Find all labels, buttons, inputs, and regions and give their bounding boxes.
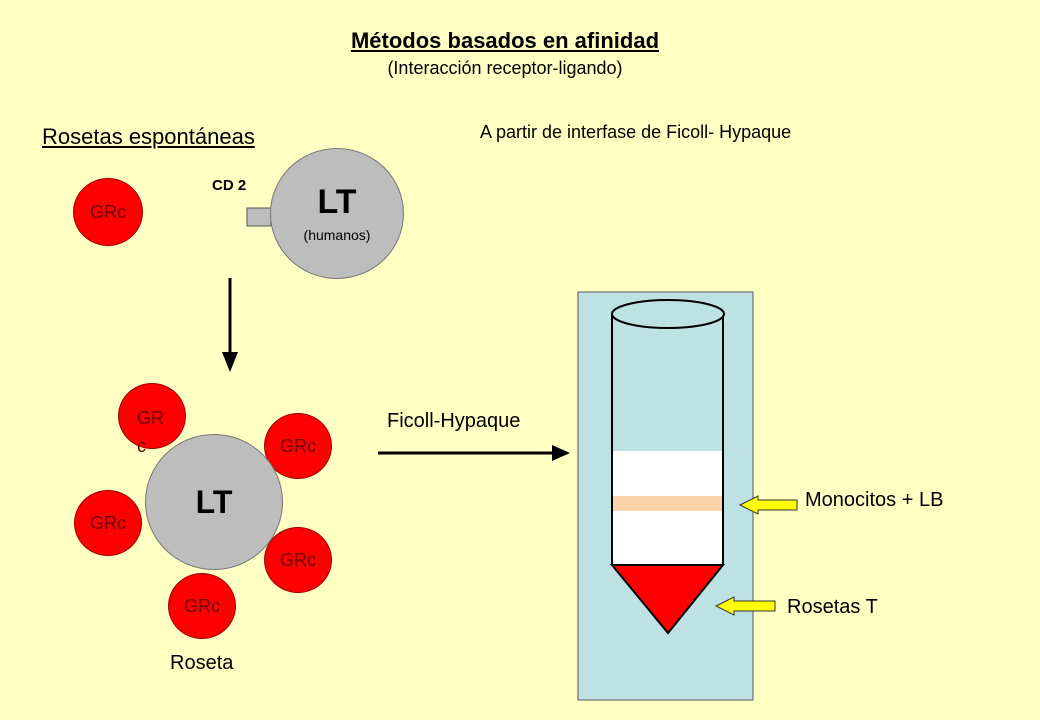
tube-pellet	[609, 564, 726, 635]
lt-sublabel: (humanos)	[303, 226, 371, 243]
grc-cell-single: GRc	[73, 178, 143, 246]
pointer-arrow-rosetas	[714, 596, 776, 616]
rosetas-t-label: Rosetas T	[787, 596, 878, 618]
grc-cell-rosette-top	[118, 383, 186, 449]
ficoll-arrow-label: Ficoll-Hypaque	[387, 410, 521, 432]
roseta-caption: Roseta	[170, 652, 234, 674]
right-arrow-head	[552, 445, 570, 461]
grc-cell-rosette-upper-right: GRc	[264, 413, 332, 479]
rosetas-heading: Rosetas espontáneas	[42, 124, 255, 149]
lt-cell-rosette: LT	[145, 434, 283, 570]
page-subtitle: (Interacción receptor-ligando)	[387, 58, 623, 78]
grc-cell-rosette-left: GRc	[74, 490, 142, 556]
grc-cell-rosette-lower-right: GRc	[264, 527, 332, 593]
tube-layer-ficoll	[612, 511, 723, 565]
lt-cell-human: LT (humanos)	[270, 148, 404, 279]
page-title: Métodos basados en afinidad	[350, 28, 660, 53]
tube-layer-upper	[612, 451, 723, 496]
tube-interface-band	[612, 496, 723, 511]
tube-opening	[611, 299, 725, 329]
ficoll-heading: A partir de interfase de Ficoll- Hypaque	[480, 122, 792, 142]
down-arrow-head	[222, 352, 238, 372]
cd2-label: CD 2	[212, 177, 247, 194]
rosette-lt-label: LT	[195, 484, 233, 520]
lt-label: LT	[317, 182, 357, 221]
monocitos-label: Monocitos + LB	[805, 489, 944, 511]
grc-cell-rosette-bottom: GRc	[168, 573, 236, 639]
grc-rosette-top-label: GR c	[137, 408, 164, 456]
pointer-arrow-monocitos	[738, 495, 798, 515]
cd2-receptor	[246, 207, 272, 227]
